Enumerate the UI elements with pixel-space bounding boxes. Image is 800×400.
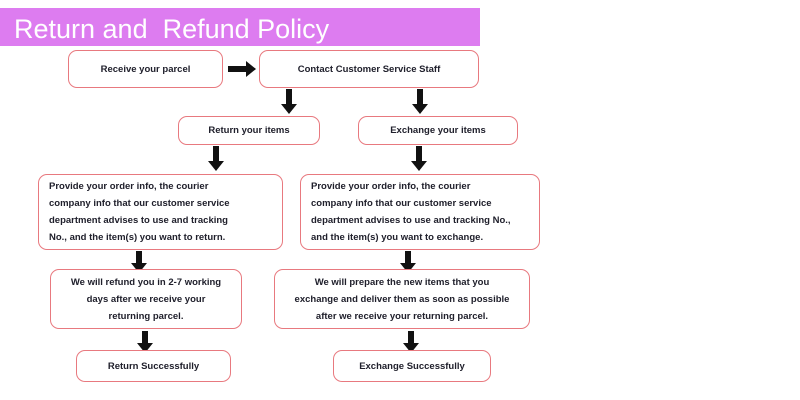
node-return-provide-info[interactable]: Provide your order info, the courier com… <box>38 174 283 250</box>
node-refund-promise[interactable]: We will refund you in 2-7 working days a… <box>50 269 242 329</box>
page-title-banner: Return and Refund Policy <box>0 8 480 46</box>
page-title: Return and Refund Policy <box>14 14 330 44</box>
node-return-provide-info-label: Provide your order info, the courier com… <box>49 181 230 243</box>
node-exchange-provide-info[interactable]: Provide your order info, the courier com… <box>300 174 540 250</box>
node-exchange-items[interactable]: Exchange your items <box>358 116 518 145</box>
node-exchange-success[interactable]: Exchange Successfully <box>333 350 491 382</box>
node-exchange-success-label: Exchange Successfully <box>359 360 465 372</box>
node-return-success-label: Return Successfully <box>107 360 200 372</box>
node-receive-parcel-label: Receive your parcel <box>100 63 191 75</box>
node-exchange-promise-label: We will prepare the new items that you e… <box>294 276 510 322</box>
node-exchange-provide-info-label: Provide your order info, the courier com… <box>311 181 511 243</box>
node-exchange-items-label: Exchange your items <box>390 125 486 136</box>
node-return-items[interactable]: Return your items <box>178 116 320 145</box>
node-return-items-label: Return your items <box>208 125 290 136</box>
node-contact-staff-label: Contact Customer Service Staff <box>297 63 441 75</box>
node-contact-staff[interactable]: Contact Customer Service Staff <box>259 50 479 88</box>
node-return-success[interactable]: Return Successfully <box>76 350 231 382</box>
node-receive-parcel[interactable]: Receive your parcel <box>68 50 223 88</box>
node-refund-promise-label: We will refund you in 2-7 working days a… <box>70 276 222 322</box>
node-exchange-promise[interactable]: We will prepare the new items that you e… <box>274 269 530 329</box>
